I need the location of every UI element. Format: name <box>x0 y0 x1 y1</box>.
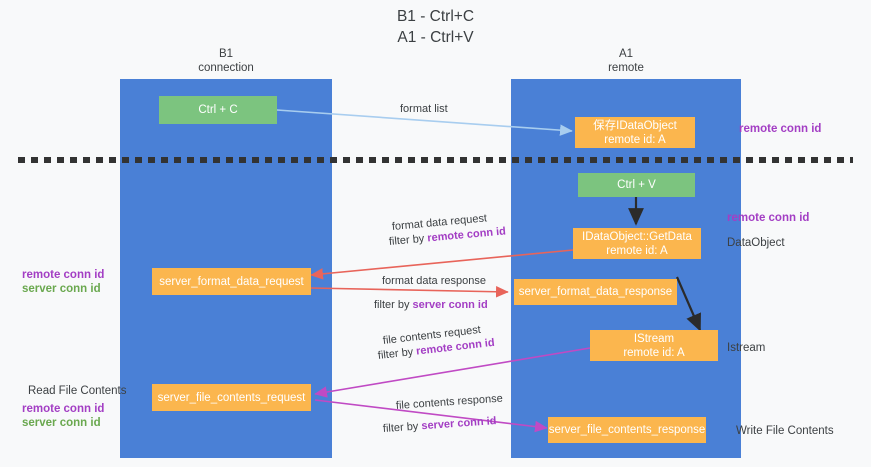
annotation-remote-conn-id-top: remote conn id <box>739 123 822 135</box>
filter-prefix: filter by <box>374 299 413 311</box>
node-server-format-data-response[interactable]: server_format_data_response <box>514 279 677 305</box>
edge-label-format-data-response: format data response <box>382 275 486 287</box>
filter-key-server-conn-id: server conn id <box>412 299 488 311</box>
filter-key-server-conn-id: server conn id <box>420 415 497 433</box>
annotation-left-server-conn-id-bottom: server conn id <box>22 417 101 429</box>
phase-divider <box>18 157 853 163</box>
filter-prefix: filter by <box>382 420 422 435</box>
diagram-title: B1 - Ctrl+C A1 - Ctrl+V <box>396 8 475 46</box>
node-idataobject-getdata[interactable]: IDataObject::GetData remote id: A <box>573 228 701 259</box>
annotation-left-server-conn-id-mid: server conn id <box>22 283 101 295</box>
edge-label-format-data-response-filter: filter by server conn id <box>374 298 488 313</box>
edge-label-file-contents-response: file contents response <box>395 392 504 412</box>
node-server-file-contents-response[interactable]: server_file_contents_response <box>548 417 706 443</box>
edge-label-format-list: format list <box>400 103 448 115</box>
filter-prefix: filter by <box>388 232 428 248</box>
annotation-istream: Istream <box>727 342 766 354</box>
annotation-dataobject: DataObject <box>727 237 785 249</box>
node-ctrl-c[interactable]: Ctrl + C <box>159 96 277 124</box>
annotation-remote-conn-id-mid: remote conn id <box>727 212 810 224</box>
column-header-a1: A1 remote <box>608 48 644 74</box>
annotation-read-file-contents: Read File Contents <box>28 385 127 397</box>
node-server-format-data-request[interactable]: server_format_data_request <box>152 268 311 295</box>
annotation-left-remote-conn-id-bottom: remote conn id <box>22 403 105 415</box>
node-istream[interactable]: IStream remote id: A <box>590 330 718 361</box>
column-header-b1: B1 connection <box>198 48 254 74</box>
annotation-left-remote-conn-id-mid: remote conn id <box>22 269 105 281</box>
annotation-write-file-contents: Write File Contents <box>736 425 834 437</box>
edge-label-file-contents-response-filter: filter by server conn id <box>382 414 497 437</box>
filter-prefix: filter by <box>377 345 417 362</box>
node-ctrl-v[interactable]: Ctrl + V <box>578 173 695 197</box>
node-idataobject[interactable]: 保存IDataObject remote id: A <box>575 117 695 148</box>
node-server-file-contents-request[interactable]: server_file_contents_request <box>152 384 311 411</box>
